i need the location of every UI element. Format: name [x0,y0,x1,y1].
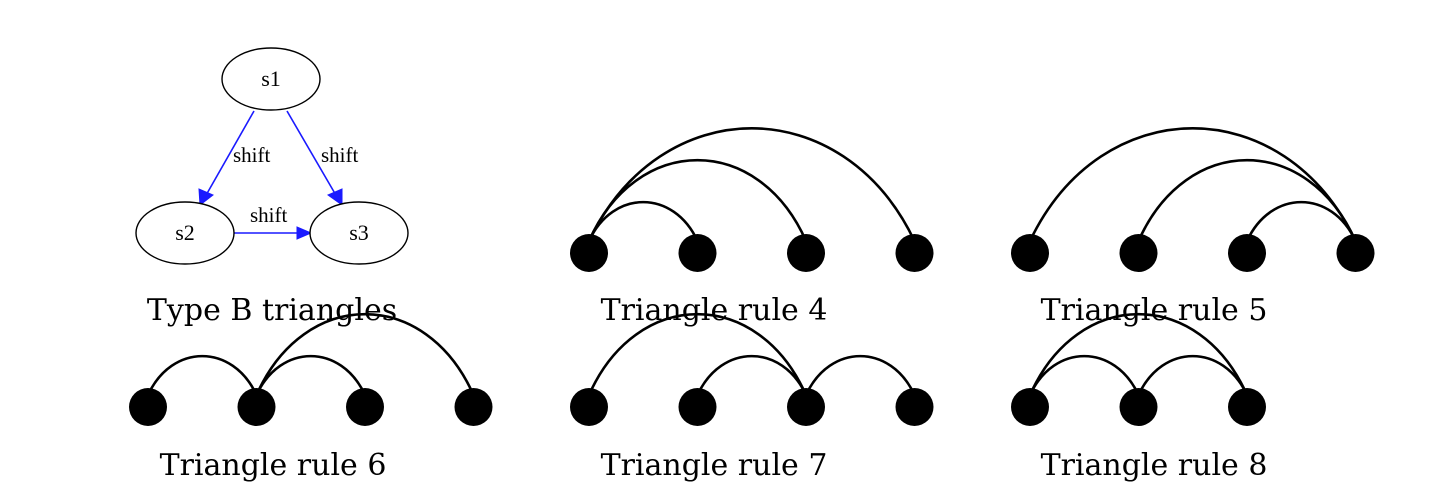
rule-dot-2 [1228,234,1266,272]
rule-arc-0-2 [587,159,808,242]
caption-rule-7: Triangle rule 7 [601,448,828,483]
rule-dot-0 [570,234,608,272]
rule-arc-0-3 [1028,127,1357,242]
caption-rule-8: Triangle rule 8 [1041,448,1268,483]
caption-rule-4: Triangle rule 4 [601,293,828,328]
edge-label-s1-s3: shift [321,143,359,167]
rule-dot-0 [129,388,167,426]
type-b-diagram: shift shift shift s1 s2 s3 Type B triang… [135,47,409,328]
node-label-s1: s1 [261,66,281,91]
node-s3: s3 [309,201,409,265]
triangle-rule-7-panel: Triangle rule 7 [570,313,934,483]
node-label-s2: s2 [175,220,195,245]
edge-s2-s3: shift [234,203,313,240]
rule-arc-2-3 [804,354,916,396]
rule-dot-3 [454,388,493,426]
rule-arc-1-3 [255,313,475,396]
node-label-s3: s3 [349,220,369,245]
edge-s1-s3: shift [286,110,359,206]
caption-rule-5: Triangle rule 5 [1041,293,1268,328]
rule-dot-2 [787,234,825,272]
caption-type-b: Type B triangles [147,293,397,328]
rule-dot-2 [787,388,825,426]
rule-dot-1 [1119,234,1158,272]
rule-dot-1 [678,234,717,272]
rule-arc-2-3 [1245,200,1357,242]
rule-dot-3 [1336,234,1375,272]
rule-arc-0-1 [146,354,258,396]
rule-arc-1-3 [1137,159,1357,242]
edge-s1-s2: shift [198,110,271,206]
rule-arc-1-2 [255,354,367,396]
rule-dot-0 [1011,388,1049,426]
triangle-rule-6-panel: Triangle rule 6 [129,313,493,483]
triangle-rule-8-panel: Triangle rule 8 [1011,313,1268,483]
edge-label-s1-s2: shift [233,143,271,167]
node-s2: s2 [135,201,235,265]
rule-arc-0-3 [587,127,916,242]
rule-dot-2 [346,388,384,426]
rule-arc-0-2 [587,313,808,396]
rule-dot-3 [895,388,934,426]
rule-arc-0-1 [1028,354,1140,396]
rule-arc-0-2 [1028,313,1249,396]
rule-dot-1 [1119,388,1158,426]
rule-dot-2 [1228,388,1266,426]
rule-arc-1-2 [696,354,808,396]
rule-dot-0 [1011,234,1049,272]
rule-dot-1 [237,388,276,426]
rule-dot-0 [570,388,608,426]
triangle-rule-5-panel: Triangle rule 5 [1011,127,1375,328]
node-s1: s1 [221,47,321,111]
rule-arc-1-2 [1137,354,1249,396]
rule-dot-3 [895,234,934,272]
rule-dot-1 [678,388,717,426]
caption-rule-6: Triangle rule 6 [160,448,387,483]
triangle-rule-4-panel: Triangle rule 4 [570,127,934,328]
rule-arc-0-1 [587,200,699,242]
edge-label-s2-s3: shift [250,203,288,227]
